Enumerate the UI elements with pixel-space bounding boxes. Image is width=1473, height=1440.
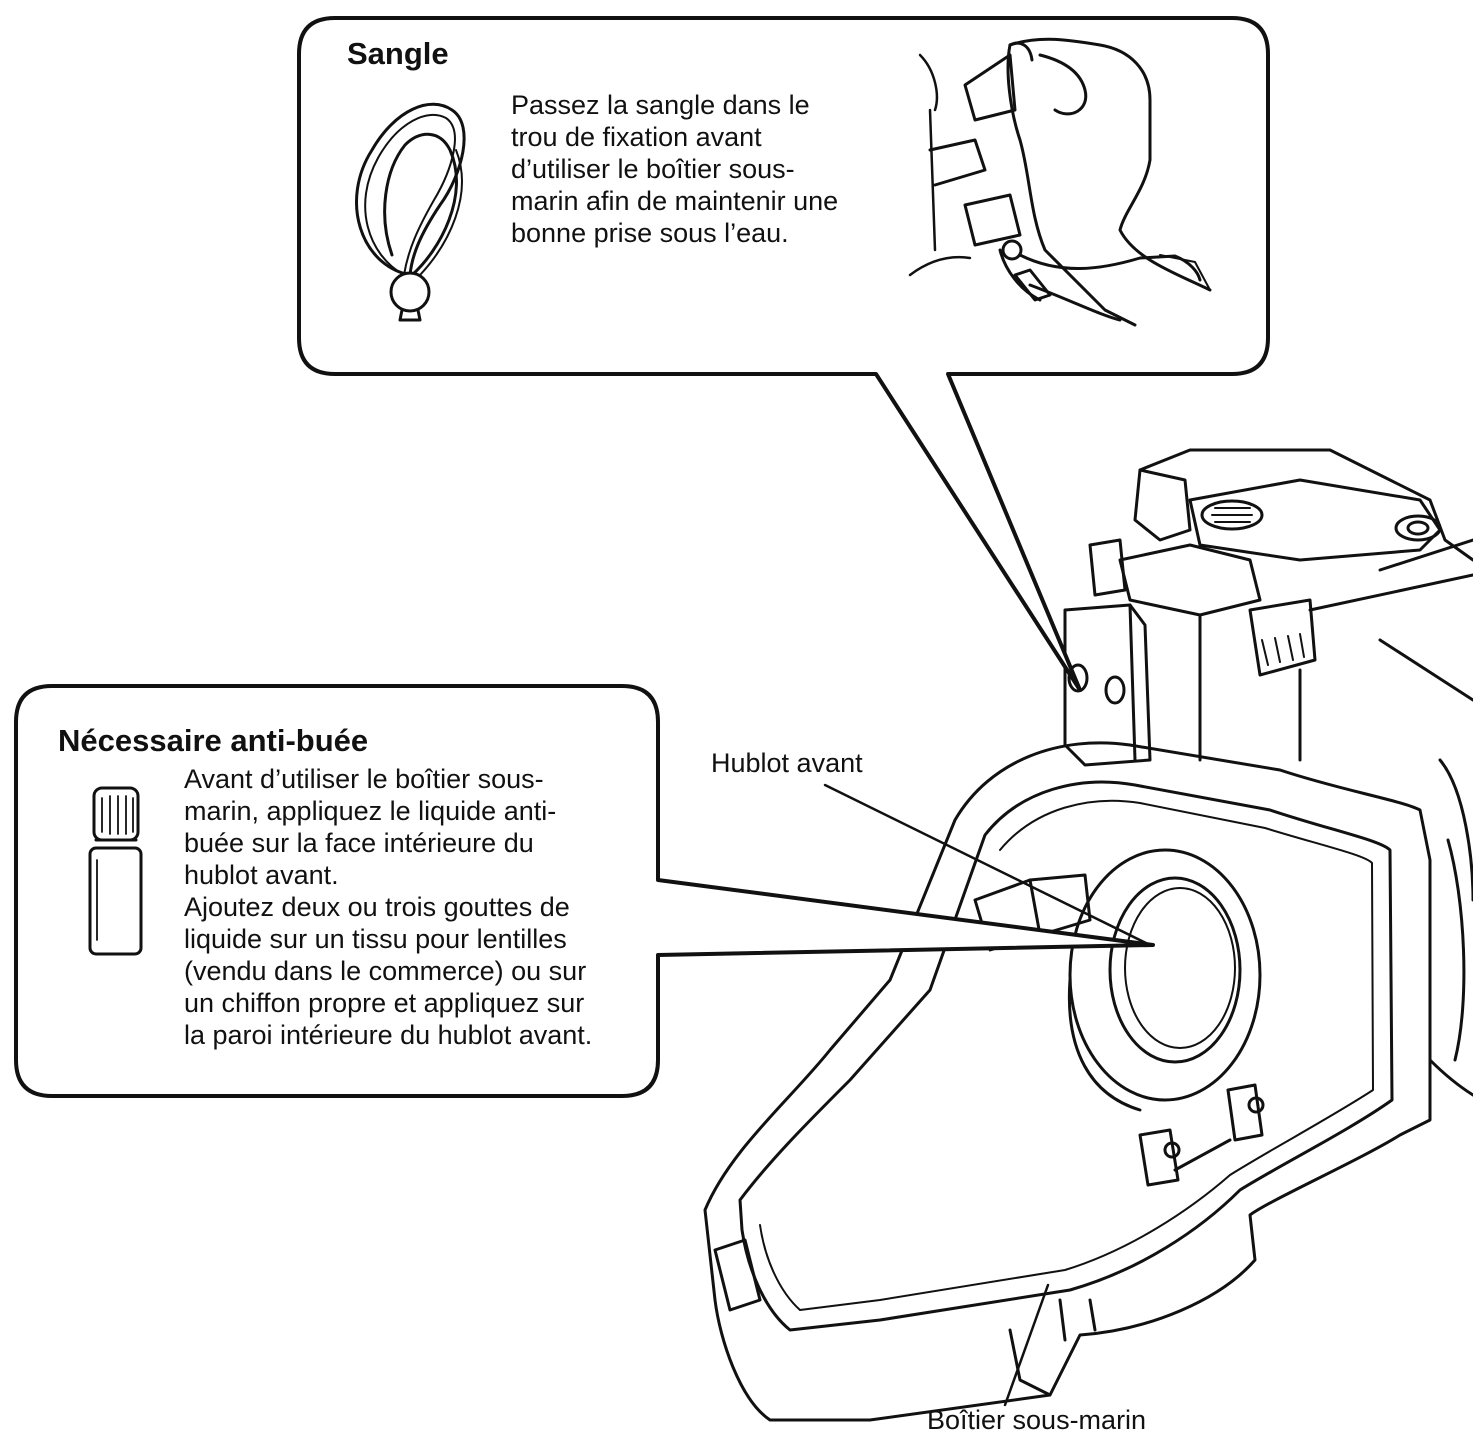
antibuee-text-line: hublot avant. bbox=[184, 860, 339, 890]
hand-holding-strap-icon bbox=[908, 37, 1212, 327]
boitier-sous-marin-leader-line bbox=[1003, 1283, 1050, 1407]
sangle-text-line: d’utiliser le boîtier sous- bbox=[511, 154, 795, 184]
antibuee-text-line: buée sur la face intérieure du bbox=[184, 828, 534, 858]
antibuee-text-line: liquide sur un tissu pour lentilles bbox=[184, 924, 567, 954]
antibuee-callout-box bbox=[14, 684, 1155, 1098]
anti-fog-bottle-icon bbox=[88, 786, 143, 956]
sangle-text-line: Passez la sangle dans le bbox=[511, 90, 810, 120]
antibuee-text-line: la paroi intérieure du hublot avant. bbox=[184, 1020, 593, 1050]
sangle-title: Sangle bbox=[347, 36, 449, 71]
boitier-sous-marin-label: Boîtier sous-marin bbox=[927, 1405, 1147, 1435]
antibuee-text-line: un chiffon propre et appliquez sur bbox=[184, 988, 585, 1018]
sangle-instructions: Passez la sangle dans le trou de fixatio… bbox=[511, 89, 838, 249]
underwater-housing-illustration bbox=[703, 448, 1473, 1422]
sangle-text-line: marin afin de maintenir une bbox=[511, 186, 839, 216]
antibuee-text-line: (vendu dans le commerce) ou sur bbox=[184, 956, 587, 986]
antibuee-text-line: marin, appliquez le liquide anti- bbox=[184, 796, 557, 826]
sangle-text-line: trou de fixation avant bbox=[511, 122, 762, 152]
sangle-text-line: bonne prise sous l’eau. bbox=[511, 218, 789, 248]
strap-loop-icon bbox=[355, 102, 466, 322]
antibuee-text-line: Ajoutez deux ou trois gouttes de bbox=[184, 892, 570, 922]
antibuee-instructions: Avant d’utiliser le boîtier sous- marin,… bbox=[184, 763, 592, 1051]
hublot-avant-label: Hublot avant bbox=[711, 748, 863, 778]
antibuee-text-line: Avant d’utiliser le boîtier sous- bbox=[184, 764, 544, 794]
hublot-avant-leader-line bbox=[823, 783, 1152, 947]
antibuee-title: Nécessaire anti-buée bbox=[58, 723, 369, 758]
sangle-callout-box bbox=[297, 16, 1270, 692]
